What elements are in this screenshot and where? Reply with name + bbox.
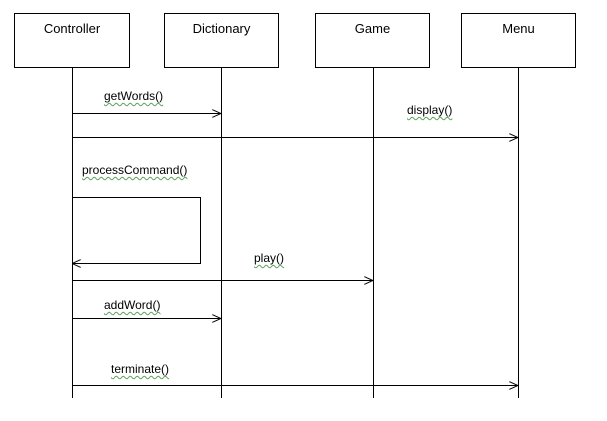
participant-controller-label: Controller (43, 21, 101, 36)
message-label-processcommand: processCommand() (82, 163, 188, 177)
message-label-terminate: terminate() (111, 362, 170, 376)
participant-dictionary-label: Dictionary (192, 21, 251, 36)
arrow-processcommand (72, 197, 201, 264)
participant-game-label: Game (354, 21, 391, 36)
participant-menu-label: Menu (502, 21, 535, 36)
participant-dictionary: Dictionary (164, 13, 279, 68)
message-label-getwords: getWords() (104, 89, 164, 103)
lifeline-menu (518, 68, 519, 398)
participant-menu: Menu (461, 13, 576, 68)
lifeline-game (373, 68, 374, 398)
message-label-addword: addWord() (104, 298, 161, 312)
lifeline-dictionary (221, 68, 222, 398)
participant-controller: Controller (14, 13, 130, 68)
message-label-play: play() (254, 251, 285, 265)
lifeline-controller (72, 68, 73, 398)
participant-game: Game (315, 13, 430, 68)
message-label-display: display() (407, 103, 453, 117)
